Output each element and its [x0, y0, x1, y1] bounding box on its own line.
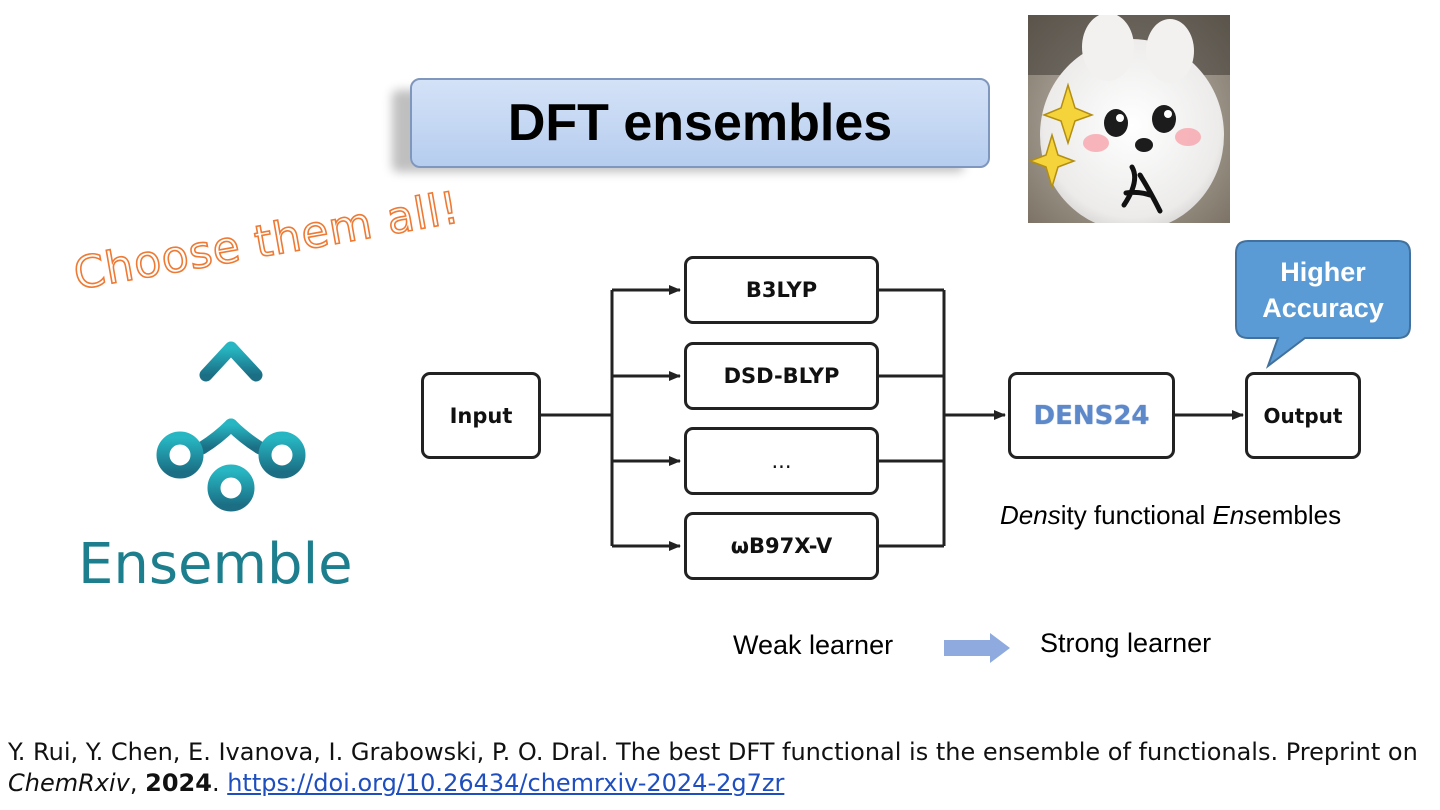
functional-node-dsd-blyp: DSD-BLYP	[684, 342, 879, 410]
dog-photo	[1028, 15, 1230, 223]
citation-year: 2024	[145, 769, 212, 797]
callout-line-2: Accuracy	[1262, 293, 1384, 323]
doi-link[interactable]: https://doi.org/10.26434/chemrxiv-2024-2…	[227, 769, 785, 797]
functional-node-ellipsis: ...	[684, 427, 879, 495]
subtitle-dens: Dens	[1000, 500, 1061, 530]
subtitle-end: embles	[1257, 500, 1342, 530]
weak-learner-label: Weak learner	[733, 630, 894, 660]
callout-line-1: Higher	[1280, 257, 1366, 287]
slide-title: DFT ensembles	[507, 94, 893, 152]
title-banner: DFT ensembles	[410, 78, 990, 168]
citation-end: .	[211, 769, 228, 797]
functional-node-wb97x-v: ωB97X-V	[684, 512, 879, 580]
strong-learner-label: Strong learner	[1040, 628, 1212, 658]
citation-authors: Y. Rui, Y. Chen, E. Ivanova, I. Grabowsk…	[8, 738, 1418, 766]
accuracy-callout-bubble	[1235, 240, 1411, 369]
input-node: Input	[421, 372, 541, 459]
subtitle-middle: ity functional	[1060, 500, 1213, 530]
accuracy-callout-text: Higher Accuracy	[1240, 254, 1406, 326]
output-node: Output	[1245, 372, 1361, 459]
subtitle-ens: Ens	[1212, 500, 1258, 530]
functional-node-b3lyp: B3LYP	[684, 256, 879, 324]
citation: Y. Rui, Y. Chen, E. Ivanova, I. Grabowsk…	[8, 737, 1428, 799]
ensemble-logo-text: Ensemble	[78, 532, 353, 597]
citation-separator: ,	[129, 769, 146, 797]
ensemble-logo-icon	[156, 341, 306, 512]
dens-subtitle: Density functional Ensembles	[1000, 500, 1341, 531]
citation-journal: ChemRxiv	[8, 769, 130, 797]
dens24-node: DENS24	[1008, 372, 1175, 459]
learner-arrow	[944, 633, 1010, 663]
